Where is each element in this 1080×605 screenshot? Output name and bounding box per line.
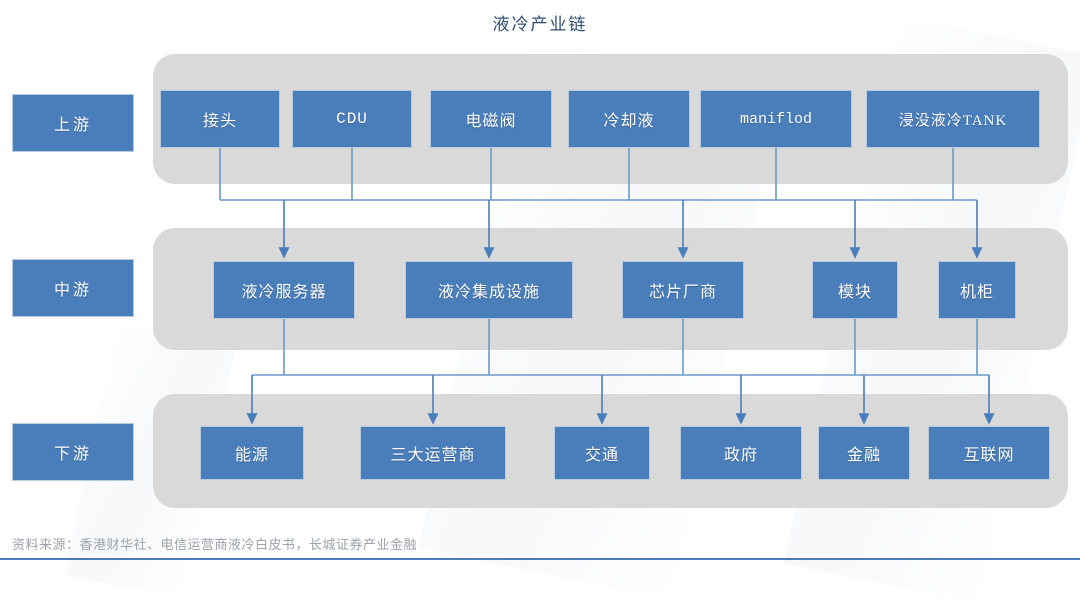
node-downstream-energy[interactable]: 能源 bbox=[200, 426, 304, 480]
node-upstream-coolant[interactable]: 冷却液 bbox=[568, 90, 690, 148]
node-upstream-maniflod[interactable]: maniflod bbox=[700, 90, 852, 148]
node-midstream-cabinet[interactable]: 机柜 bbox=[938, 261, 1016, 319]
tier-label-upstream: 上游 bbox=[12, 94, 134, 152]
node-downstream-government[interactable]: 政府 bbox=[680, 426, 802, 480]
node-downstream-finance[interactable]: 金融 bbox=[818, 426, 910, 480]
page-title: 液冷产业链 bbox=[492, 15, 588, 34]
node-downstream-three-carriers[interactable]: 三大运营商 bbox=[360, 426, 506, 480]
node-midstream-liquid-cooled-server[interactable]: 液冷服务器 bbox=[213, 261, 355, 319]
node-midstream-integration-facility[interactable]: 液冷集成设施 bbox=[405, 261, 573, 319]
tier-label-downstream: 下游 bbox=[12, 423, 134, 481]
node-upstream-solenoid-valve[interactable]: 电磁阀 bbox=[430, 90, 552, 148]
tier-label-midstream: 中游 bbox=[12, 259, 134, 317]
node-downstream-transportation[interactable]: 交通 bbox=[554, 426, 650, 480]
node-upstream-connector[interactable]: 接头 bbox=[160, 90, 280, 148]
source-note: 资料来源：香港财华社、电信运营商液冷白皮书，长城证券产业金融 bbox=[12, 537, 418, 552]
node-downstream-internet[interactable]: 互联网 bbox=[928, 426, 1050, 480]
node-upstream-cdu[interactable]: CDU bbox=[292, 90, 412, 148]
footer-rule bbox=[0, 558, 1080, 560]
node-upstream-immersion-tank[interactable]: 浸没液冷TANK bbox=[866, 90, 1040, 148]
node-midstream-module[interactable]: 模块 bbox=[812, 261, 898, 319]
node-midstream-chip-manufacturer[interactable]: 芯片厂商 bbox=[622, 261, 744, 319]
